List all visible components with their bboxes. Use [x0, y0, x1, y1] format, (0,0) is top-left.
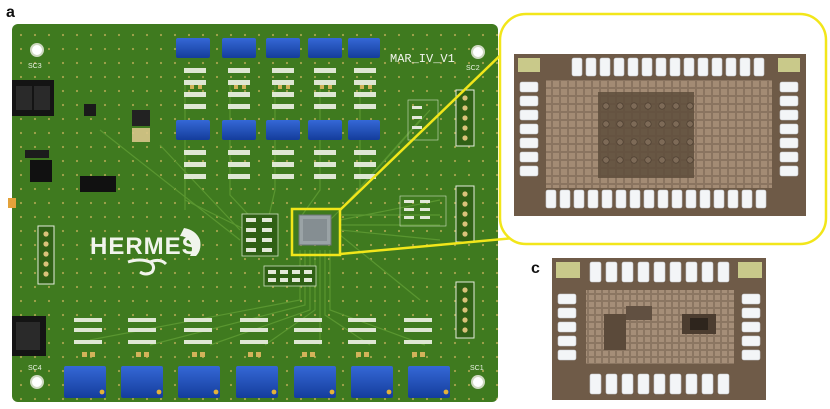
callout-line-top: [339, 41, 515, 211]
potentiometer-row-bottom: [64, 366, 450, 398]
die-c-corner-mark: [738, 262, 762, 278]
die-micrograph-b: [498, 12, 828, 246]
regulator-ic: [30, 160, 52, 182]
potentiometer-row-top: [176, 38, 380, 140]
corner-label-sc2: SC2: [466, 65, 480, 72]
die-c-pads-right: [741, 293, 761, 361]
svg-text:HERMES: HERMES: [90, 233, 199, 260]
die-b-pads-top: [571, 57, 765, 77]
callout-line-bottom: [339, 236, 515, 256]
die-c-pads-bottom: [589, 373, 730, 395]
asic-socket: [298, 214, 332, 246]
passive-components-top: [184, 68, 376, 179]
left-header: [37, 225, 55, 285]
die-b-pads-left: [519, 81, 539, 177]
right-header-top: [455, 89, 475, 147]
corner-label-sc3: SC3: [28, 63, 42, 70]
panel-label-a: a: [6, 4, 15, 21]
center-components: [241, 99, 447, 287]
die-c-corner-mark: [556, 262, 580, 278]
mount-hole-sc1: [471, 375, 485, 389]
board-name: MAR_IV_V1: [390, 52, 455, 66]
right-header-bottom: [455, 281, 475, 339]
die-b-corner-mark: [778, 58, 800, 72]
die-c-pads-left: [557, 293, 577, 361]
corner-label-sc1: SC1: [470, 365, 484, 372]
regulator-ic-large: [80, 176, 116, 192]
die-b-pads-right: [779, 81, 799, 177]
panel-label-c: c: [531, 260, 540, 277]
pad-pairs-bottom: [82, 352, 425, 357]
mount-hole-sc4: [30, 375, 44, 389]
die-b-pads-bottom: [545, 189, 767, 209]
right-header-middle: [455, 185, 475, 243]
die-b-corner-mark: [518, 58, 540, 72]
hermes-logo: HERMES: [90, 228, 201, 276]
side-pin: [8, 198, 16, 208]
die-micrograph-c: [552, 258, 766, 400]
passive-components-bottom: [74, 318, 432, 344]
mount-hole-sc2: [471, 45, 485, 59]
asic-callout-box: [290, 207, 342, 257]
corner-label-sc4: SC4: [28, 365, 42, 372]
pcb-board: SC3 SC2 SC4 SC1 MAR_IV_V1: [8, 24, 498, 402]
mount-hole-sc3: [30, 43, 44, 57]
die-c-pads-top: [589, 261, 730, 283]
pad-pairs-top: [190, 85, 372, 89]
